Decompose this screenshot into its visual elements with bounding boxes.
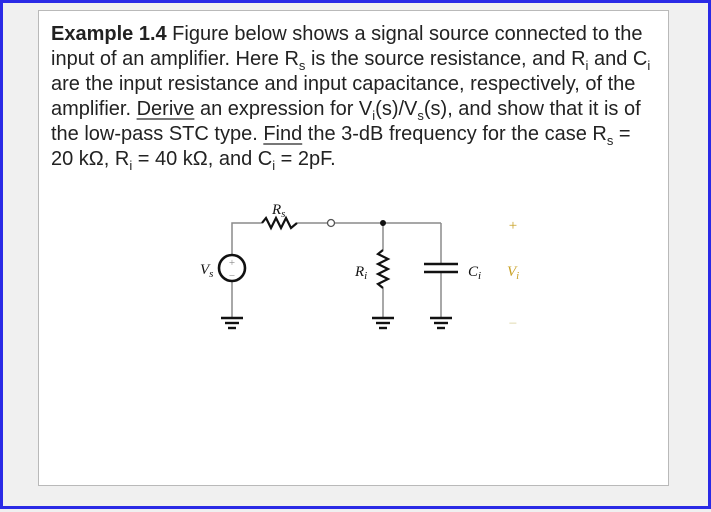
input-capacitor-label: Ci: [468, 264, 481, 282]
example-heading: Example 1.4: [51, 23, 167, 45]
source-voltage-label: Vs: [200, 262, 213, 280]
ground-icon: [372, 316, 394, 330]
source-resistor: [261, 215, 298, 231]
input-capacitor: [424, 262, 458, 274]
ground-icon: [430, 316, 452, 330]
input-resistor: [375, 249, 391, 289]
source-plus-sign: +: [229, 257, 235, 269]
derive-link[interactable]: Derive: [136, 98, 195, 120]
junction-dot: [380, 220, 386, 226]
input-resistor-label: Ri: [354, 264, 367, 282]
wires: [231, 222, 442, 318]
voltage-source: + −: [217, 253, 247, 283]
input-terminal: [326, 218, 336, 228]
problem-statement: Example 1.4 Figure below shows a signal …: [51, 23, 651, 173]
ground-icon: [221, 316, 243, 330]
source-minus-sign: −: [229, 270, 235, 282]
source-resistor-label: Rs: [271, 202, 285, 220]
output-plus-sign: +: [509, 218, 517, 234]
circuit-diagram: Rs + − Vs Ri Ci + Vi −: [200, 202, 519, 332]
output-minus-sign: −: [509, 316, 517, 332]
output-voltage-label: Vi: [507, 264, 519, 282]
find-link[interactable]: Find: [263, 123, 303, 145]
problem-card: Example 1.4 Figure below shows a signal …: [38, 10, 669, 486]
